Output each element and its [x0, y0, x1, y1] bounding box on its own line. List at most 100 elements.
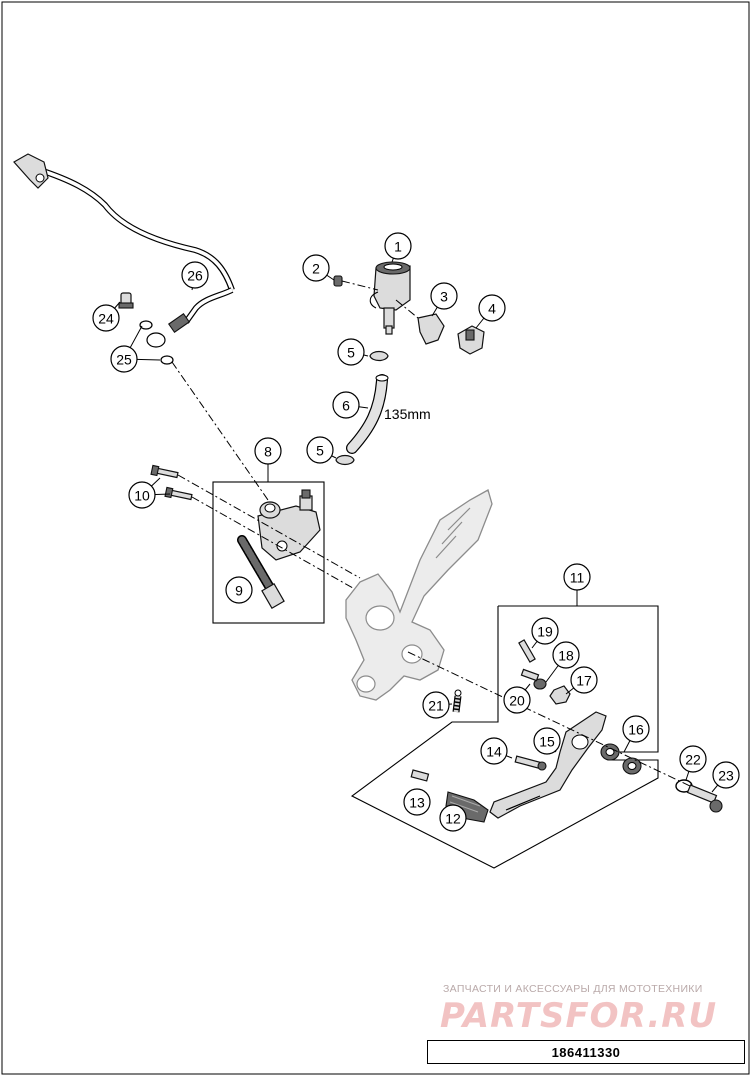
callout-16-label: 16 [628, 722, 644, 738]
callout-5a: 5 [337, 338, 369, 366]
callout-12-label: 12 [445, 811, 461, 827]
callout-15: 15 [533, 727, 561, 755]
footrest-bracket-ghost [345, 489, 493, 701]
callout-2-circle [302, 254, 330, 282]
callout-20: 20 [503, 683, 531, 714]
callout-11-label: 11 [570, 570, 585, 586]
callout-18: 18 [545, 641, 580, 683]
sealing-washers-part [139, 320, 174, 365]
pedal-tip-part [445, 791, 489, 823]
callout-2: 2 [302, 254, 335, 282]
callout-23-circle [712, 761, 740, 789]
callout-26: 26 [181, 261, 209, 291]
callout-8-circle [254, 437, 282, 465]
callout-17-circle [570, 666, 598, 694]
brake-reservoir-part [369, 261, 411, 335]
callout-16: 16 [622, 715, 650, 753]
drawing-number: 186411330 [551, 1044, 621, 1060]
callout-24: 24 [92, 301, 121, 332]
bushings-part [600, 743, 642, 775]
callout-25-circle [110, 345, 138, 373]
callout-18-circle [552, 641, 580, 669]
callout-19-label: 19 [537, 624, 553, 640]
callout-12-circle [439, 804, 467, 832]
callout-4-circle [478, 294, 506, 322]
lever-screw-part [514, 755, 547, 771]
callout-19-circle [531, 617, 559, 645]
callout-14: 14 [480, 737, 513, 765]
callout-13: 13 [403, 788, 431, 816]
brake-line-part [13, 153, 235, 348]
screw-part [333, 275, 379, 291]
adjuster-bolt-part [520, 668, 540, 682]
callout-19: 19 [531, 617, 559, 649]
callout-17: 17 [565, 666, 598, 695]
callout-10-circle [128, 481, 156, 509]
callout-9-label: 9 [235, 583, 243, 599]
callout-5b: 5 [306, 436, 337, 464]
callout-10-label: 10 [134, 488, 150, 504]
assembly-line-banjo [171, 361, 269, 501]
watermark-subtitle: ЗАПЧАСТИ И АКСЕССУАРЫ ДЛЯ МОТОТЕХНИКИ [443, 983, 703, 995]
brake-lever-part [489, 711, 607, 819]
callout-24-circle [92, 304, 120, 332]
callout-4-label: 4 [488, 301, 496, 317]
callout-17-label: 17 [576, 673, 592, 689]
callout-5a-label: 5 [347, 345, 355, 361]
callout-21: 21 [422, 691, 453, 719]
nuts-part [533, 678, 571, 705]
callout-22-circle [679, 745, 707, 773]
callout-3: 3 [430, 282, 458, 317]
callout-12: 12 [439, 804, 467, 832]
callout-16-circle [622, 715, 650, 743]
drawing-number-box: 186411330 [427, 1040, 745, 1064]
callout-20-label: 20 [509, 693, 525, 709]
tip-bolt-part [410, 769, 430, 782]
callout-15-circle [533, 727, 561, 755]
bolts-part [150, 464, 361, 593]
pivot-screw-part [686, 784, 723, 813]
callout-10: 10 [128, 477, 171, 509]
callout-8-label: 8 [264, 444, 272, 460]
callout-13-label: 13 [409, 795, 425, 811]
banjo-bolt-part [118, 292, 134, 309]
hose-clamp-lower [335, 454, 355, 466]
callout-5b-circle [306, 436, 334, 464]
callout-26-label: 26 [187, 268, 203, 284]
brake-pin-part [518, 639, 536, 663]
callout-25: 25 [110, 325, 161, 373]
callout-5a-circle [337, 338, 365, 366]
callout-2-label: 2 [312, 261, 320, 277]
clip-part [457, 325, 485, 355]
callout-22-label: 22 [685, 752, 701, 768]
reservoir-holder-part [395, 299, 445, 345]
callouts-group: 1234556891011121314151617181920212223242… [92, 232, 740, 832]
callout-23-label: 23 [718, 768, 734, 784]
callout-24-label: 24 [98, 311, 114, 327]
callout-6: 6 [332, 391, 369, 419]
return-spring-part [452, 689, 462, 713]
callout-5b-label: 5 [316, 443, 324, 459]
callout-3-label: 3 [440, 289, 448, 305]
callout-1-label: 1 [394, 239, 402, 255]
callout-14-label: 14 [486, 744, 502, 760]
watermark-logo: PARTSFOR.RU [440, 996, 718, 1036]
callout-20-circle [503, 686, 531, 714]
hose-length-label: 135mm [384, 406, 431, 422]
callout-6-label: 6 [342, 398, 350, 414]
callout-9-circle [225, 576, 253, 604]
brake-hose-part [346, 374, 389, 454]
brake-lever-box [350, 605, 659, 869]
callout-6-circle [332, 391, 360, 419]
push-rod-part [237, 535, 285, 609]
callout-8: 8 [254, 437, 282, 482]
callout-14-circle [480, 737, 508, 765]
callout-15-label: 15 [539, 734, 555, 750]
callout-22: 22 [679, 745, 707, 781]
callout-4: 4 [475, 294, 506, 329]
callout-23: 23 [711, 761, 740, 793]
callout-3-circle [430, 282, 458, 310]
callout-1: 1 [384, 232, 412, 263]
assembly-line-pivot [407, 651, 691, 787]
